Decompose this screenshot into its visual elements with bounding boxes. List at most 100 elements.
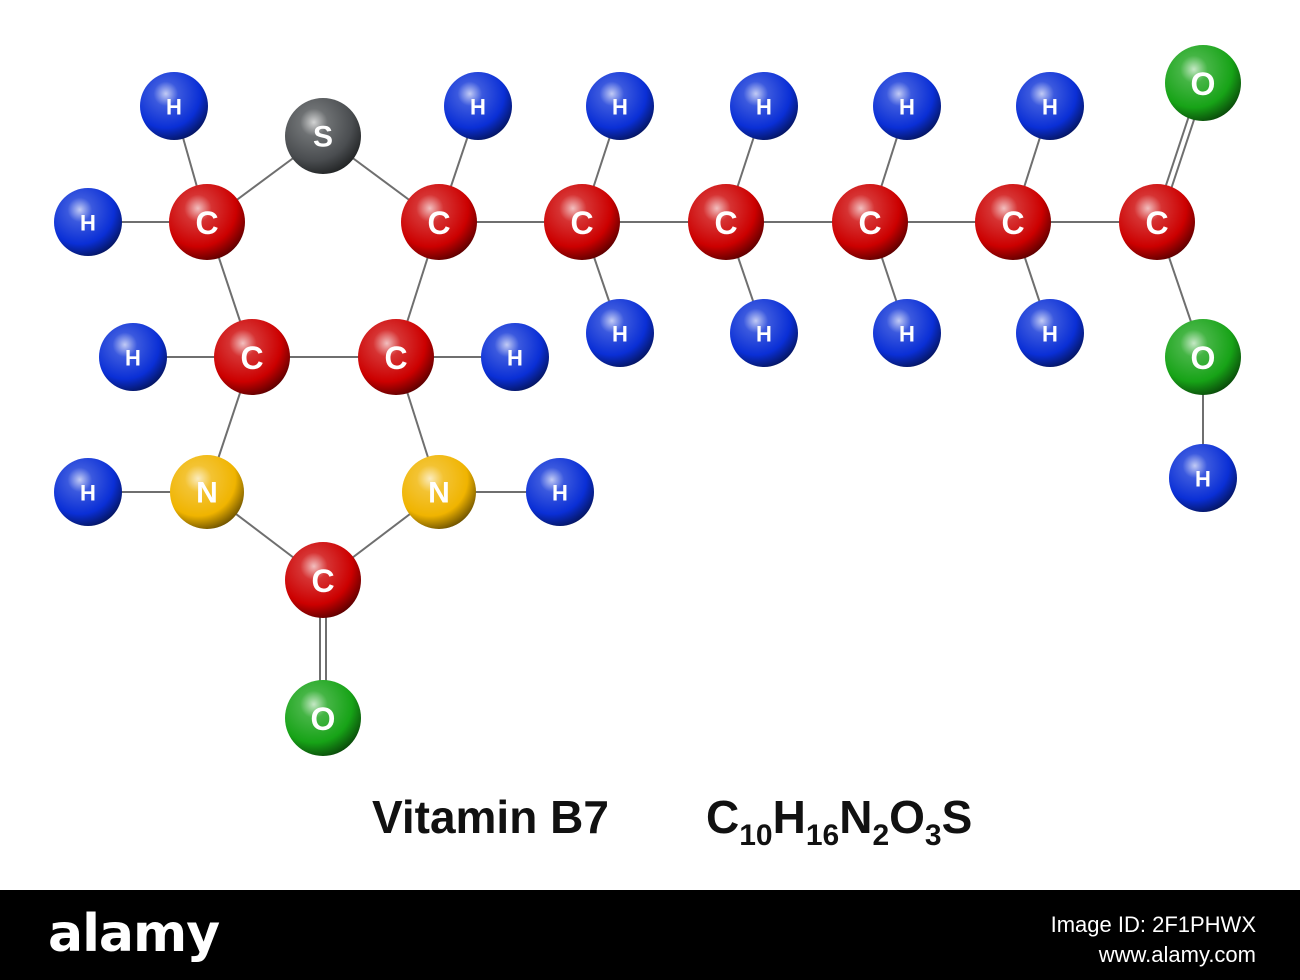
bond-layer [88,81,1207,718]
atom-sphere [832,184,908,260]
atom-sphere [544,184,620,260]
atom-H-H5: H [481,323,549,391]
atom-H-Hb2: H [730,299,798,367]
atom-H-Hd1: H [1016,72,1084,140]
atom-label: C [240,340,263,376]
atom-label: H [507,346,523,371]
atom-sphere [730,299,798,367]
atom-sphere [1169,444,1237,512]
atom-sphere [688,184,764,260]
atom-O-O3: O [1165,319,1241,395]
chemical-formula: C10H16N2O3S [706,790,973,851]
atom-C-C5: C [358,319,434,395]
atom-sphere [54,458,122,526]
atom-label: C [858,205,881,241]
atom-label: C [1001,205,1024,241]
atom-O-O1: O [285,680,361,756]
atom-sphere [975,184,1051,260]
atom-label: C [714,205,737,241]
atom-label: H [899,322,915,347]
atom-label: C [311,563,334,599]
atom-sphere [285,680,361,756]
atom-sphere [1016,299,1084,367]
formula-element: H [772,791,806,843]
atom-label: H [1042,322,1058,347]
atom-H-H8: H [1169,444,1237,512]
formula-subscript: 10 [739,819,773,852]
atom-S-S1: S [285,98,361,174]
atom-sphere [169,184,245,260]
atom-label: H [1042,95,1058,120]
formula-element: S [941,791,973,843]
atom-H-Hd2: H [1016,299,1084,367]
atom-C-C2: C [169,184,245,260]
atom-sphere [1165,45,1241,121]
formula-element: O [889,791,925,843]
atom-H-H4: H [99,323,167,391]
atom-H-Hc1: H [873,72,941,140]
footer-bar [0,890,1300,980]
atom-H-H3: H [444,72,512,140]
atom-label: H [80,211,96,236]
stock-url-text: www.alamy.com [1098,942,1256,967]
atom-C-Ca: C [544,184,620,260]
atom-label: H [166,95,182,120]
atom-sphere [285,542,361,618]
atom-label: C [427,205,450,241]
atom-O-O2: O [1165,45,1241,121]
atom-C-C4: C [214,319,290,395]
formula-element: N [839,791,873,843]
atom-C-Cc: C [832,184,908,260]
atom-H-H2: H [54,188,122,256]
atom-H-Ha2: H [586,299,654,367]
atom-sphere [873,299,941,367]
atom-label: C [570,205,593,241]
atom-label: O [1191,66,1216,102]
atom-label: H [1195,467,1211,492]
atom-sphere [1119,184,1195,260]
alamy-logo: alamy [48,904,220,964]
atom-label: H [612,95,628,120]
image-id-text: Image ID: 2F1PHWX [1050,912,1256,937]
atom-label: O [1191,340,1216,376]
formula-subscript: 3 [924,819,942,852]
atom-sphere [214,319,290,395]
atom-sphere [586,72,654,140]
atom-label: H [125,346,141,371]
atom-sphere [140,72,208,140]
atom-H-H7: H [526,458,594,526]
atom-C-Cb: C [688,184,764,260]
formula-subscript: 2 [872,819,890,852]
atom-N-N2: N [402,455,476,529]
atom-sphere [526,458,594,526]
atom-H-Hb1: H [730,72,798,140]
atom-sphere [170,455,244,529]
atom-sphere [444,72,512,140]
atom-label: N [196,477,218,510]
atom-label: H [756,322,772,347]
molecule-name: Vitamin B7 [372,791,609,843]
atom-H-H1: H [140,72,208,140]
formula-subscript: 16 [805,819,840,852]
atom-sphere [1165,319,1241,395]
atom-C-C3: C [401,184,477,260]
atom-sphere [1016,72,1084,140]
atom-sphere [54,188,122,256]
atom-sphere [481,323,549,391]
atom-sphere [358,319,434,395]
atom-C-Ce: C [1119,184,1195,260]
atom-sphere [285,98,361,174]
atom-label: H [552,481,568,506]
atom-C-Cd: C [975,184,1051,260]
atom-N-N1: N [170,455,244,529]
atom-sphere [730,72,798,140]
atom-H-H6: H [54,458,122,526]
atom-sphere [586,299,654,367]
atom-label: C [195,205,218,241]
atom-label: S [313,121,333,154]
atom-label: C [1145,205,1168,241]
atom-H-Hc2: H [873,299,941,367]
